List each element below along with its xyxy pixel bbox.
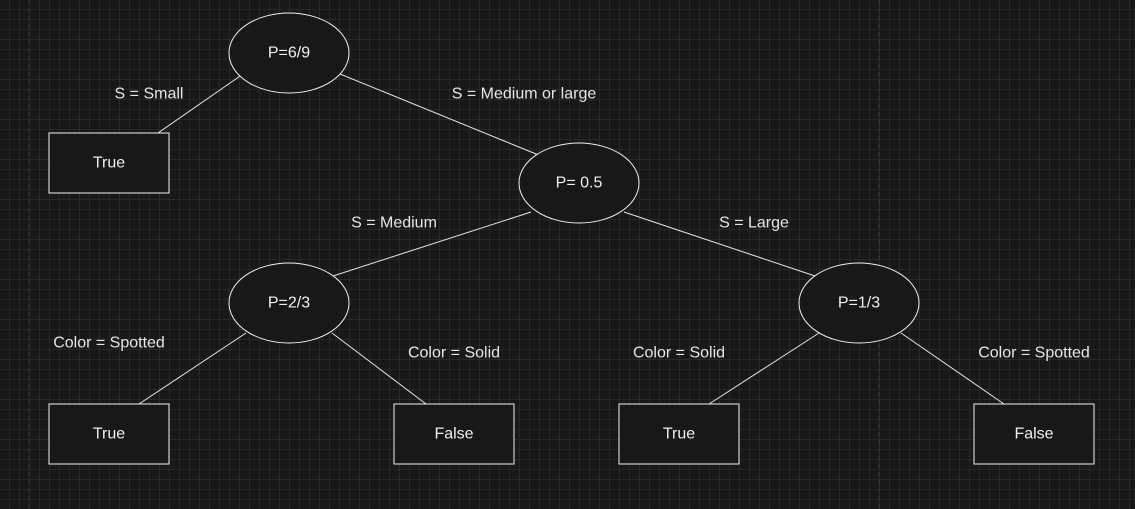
edge-root-medium-large[interactable] [339, 73, 542, 157]
node-right-mid[interactable]: P=1/3 [798, 262, 920, 344]
edge-right-solid[interactable] [708, 332, 820, 405]
node-mid-shape [518, 142, 640, 224]
node-right-mid-label: P=1/3 [838, 295, 880, 312]
edge-label-left-spotted: Color = Spotted [53, 335, 165, 352]
leaf-medium-solid[interactable]: False [393, 403, 515, 465]
leaf-medium-spotted-shape [48, 403, 170, 465]
node-root[interactable]: P=6/9 [228, 12, 350, 94]
node-root-label: P=6/9 [268, 45, 310, 62]
leaf-small-shape [48, 132, 170, 194]
edge-right-spotted[interactable] [900, 332, 1005, 405]
edge-label-small: S = Small [115, 86, 184, 103]
node-left-mid[interactable]: P=2/3 [228, 262, 350, 344]
leaf-large-solid-label: True [663, 426, 695, 443]
leaf-large-spotted[interactable]: False [973, 403, 1095, 465]
node-left-mid-label: P=2/3 [268, 295, 310, 312]
edge-label-right-solid: Color = Solid [633, 345, 725, 362]
edge-left-spotted[interactable] [138, 332, 247, 405]
edge-left-solid[interactable] [331, 332, 427, 405]
node-root-shape [228, 12, 350, 94]
leaf-medium-spotted[interactable]: True [48, 403, 170, 465]
leaf-medium-solid-label: False [434, 426, 473, 443]
leaf-large-spotted-shape [973, 403, 1095, 465]
edge-mid-large[interactable] [623, 211, 816, 277]
edge-label-medium-or-large: S = Medium or large [452, 86, 597, 103]
node-right-mid-shape [798, 262, 920, 344]
node-mid[interactable]: P= 0.5 [518, 142, 640, 224]
edge-label-large: S = Large [719, 215, 789, 232]
edge-label-medium: S = Medium [351, 215, 437, 232]
node-left-mid-shape [228, 262, 350, 344]
leaf-large-solid[interactable]: True [618, 403, 740, 465]
edge-label-right-spotted: Color = Spotted [978, 345, 1090, 362]
leaf-large-spotted-label: False [1014, 426, 1053, 443]
edge-mid-medium[interactable] [332, 211, 532, 277]
leaf-small-label: True [93, 155, 125, 172]
leaf-medium-spotted-label: True [93, 426, 125, 443]
node-mid-label: P= 0.5 [556, 175, 603, 192]
leaf-large-solid-shape [618, 403, 740, 465]
leaf-medium-solid-shape [393, 403, 515, 465]
edge-label-left-solid: Color = Solid [408, 345, 500, 362]
leaf-small[interactable]: True [48, 132, 170, 194]
edge-root-small[interactable] [157, 73, 244, 134]
